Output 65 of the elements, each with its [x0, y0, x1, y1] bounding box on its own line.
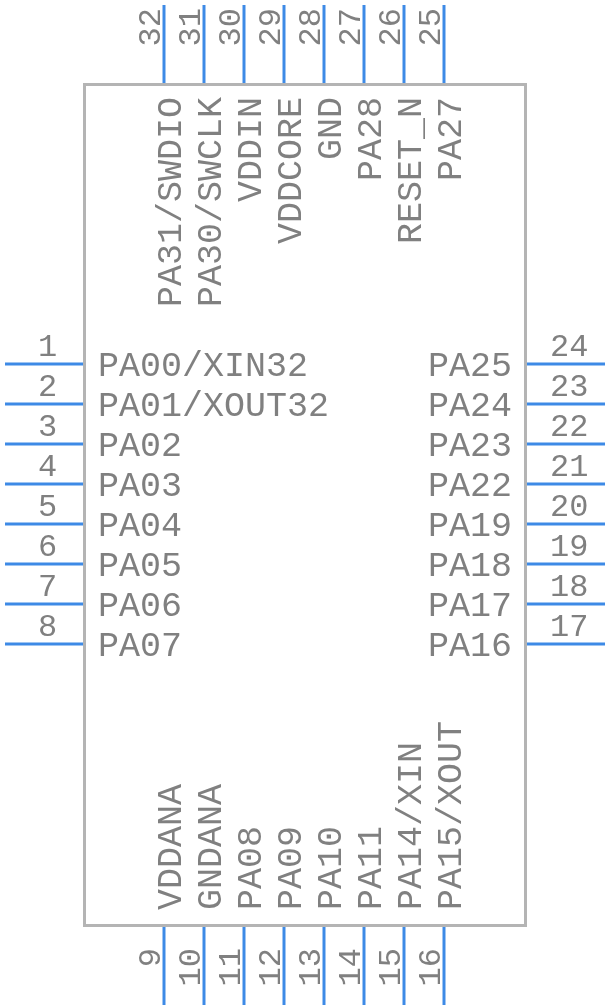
- pin-name: PA01/XOUT32: [98, 390, 330, 425]
- pin-number: 21: [550, 452, 589, 484]
- pin-name: GNDANA: [195, 783, 230, 910]
- pin-number: 12: [256, 948, 288, 987]
- pin-name: PA11: [355, 826, 390, 910]
- pin-name: PA24: [428, 390, 512, 425]
- pin-number: 13: [296, 948, 328, 987]
- pin-name: PA31/SWDIO: [155, 97, 190, 308]
- pin-number: 26: [376, 8, 408, 47]
- pin-number: 27: [336, 8, 368, 47]
- pin-name: PA02: [98, 430, 182, 465]
- pin-number: 25: [416, 8, 448, 47]
- pin-name: PA09: [275, 826, 310, 910]
- pin-number: 8: [38, 612, 58, 644]
- pin-number: 10: [176, 948, 208, 987]
- pin-name: PA28: [355, 97, 390, 181]
- chip-body: [83, 83, 527, 927]
- pin-name: PA00/XIN32: [98, 350, 309, 385]
- pin-name: PA10: [315, 826, 350, 910]
- pin-name: PA06: [98, 590, 182, 625]
- pin-number: 16: [416, 948, 448, 987]
- pin-number: 17: [550, 612, 589, 644]
- pin-name: PA03: [98, 470, 182, 505]
- pin-number: 7: [38, 572, 58, 604]
- pin-name: VDDCORE: [275, 97, 310, 245]
- pin-number: 29: [256, 8, 288, 47]
- pin-number: 11: [216, 948, 248, 987]
- pin-name: PA17: [428, 590, 512, 625]
- pin-name: PA30/SWCLK: [195, 97, 230, 308]
- pin-number: 22: [550, 412, 589, 444]
- pin-name: PA08: [235, 826, 270, 910]
- pin-name: PA25: [428, 350, 512, 385]
- pin-number: 24: [550, 332, 589, 364]
- pin-name: PA18: [428, 550, 512, 585]
- pin-number: 3: [38, 412, 58, 444]
- pin-name: PA14/XIN: [395, 741, 430, 910]
- pin-number: 1: [38, 332, 58, 364]
- pin-name: PA23: [428, 430, 512, 465]
- pin-number: 2: [38, 372, 58, 404]
- pin-number: 19: [550, 532, 589, 564]
- pin-name: PA16: [428, 630, 512, 665]
- pin-number: 30: [216, 8, 248, 47]
- pin-number: 28: [296, 8, 328, 47]
- pin-name: RESET_N: [395, 97, 430, 245]
- pin-number: 23: [550, 372, 589, 404]
- pin-number: 15: [376, 948, 408, 987]
- pin-name: PA05: [98, 550, 182, 585]
- pin-name: PA15/XOUT: [435, 720, 470, 910]
- pin-name: PA19: [428, 510, 512, 545]
- pin-number: 6: [38, 532, 58, 564]
- pin-number: 31: [176, 8, 208, 47]
- pin-number: 18: [550, 572, 589, 604]
- pin-name: GND: [315, 97, 350, 160]
- pin-name: PA22: [428, 470, 512, 505]
- pin-name: VDDANA: [155, 783, 190, 910]
- pin-number: 14: [336, 948, 368, 987]
- pin-name: PA07: [98, 630, 182, 665]
- pin-number: 4: [38, 452, 58, 484]
- pin-name: PA04: [98, 510, 182, 545]
- pin-number: 5: [38, 492, 58, 524]
- pin-name: PA27: [435, 97, 470, 181]
- pin-number: 20: [550, 492, 589, 524]
- pin-number: 9: [136, 948, 168, 968]
- pin-name: VDDIN: [235, 97, 270, 203]
- pin-number: 32: [136, 8, 168, 47]
